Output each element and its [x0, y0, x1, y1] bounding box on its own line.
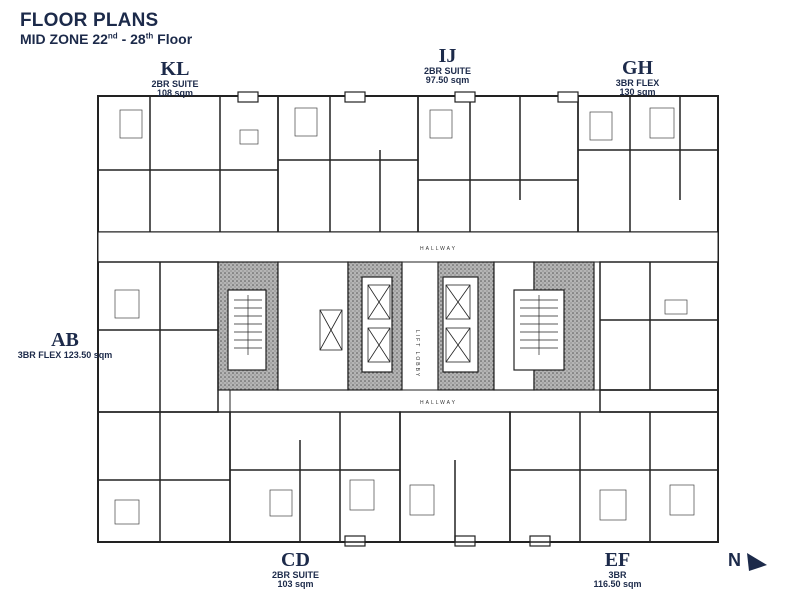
stairs	[234, 295, 558, 355]
north-arrow-icon	[747, 552, 768, 571]
unit-area: 130 sqm	[619, 87, 656, 98]
unit-type: 2BR SUITE	[423, 66, 471, 76]
unit-code: EF	[604, 549, 631, 571]
unit-code: KL	[160, 58, 190, 80]
unit-type: 3BR	[608, 570, 627, 580]
page-subtitle: MID ZONE 22nd - 28th Floor	[20, 31, 193, 47]
furniture	[114, 107, 695, 525]
building-outline	[97, 95, 719, 543]
unit-type: 2BR SUITE	[151, 79, 199, 89]
north-compass: N	[728, 550, 769, 573]
bottom-units	[97, 411, 719, 543]
unit-cd-outline	[229, 411, 401, 543]
unit-code: AB	[51, 329, 79, 351]
unit-type: 2BR SUITE	[271, 570, 319, 580]
hallway-top-label: HALLWAY	[420, 246, 457, 252]
unit-gh-east-outline	[599, 261, 719, 391]
lift-lobby-label: LIFT LOBBY	[414, 330, 420, 378]
unit-kl-outline	[97, 95, 279, 233]
unit-area: 108 sqm	[156, 88, 194, 99]
unit-gh-outline	[577, 95, 719, 233]
unit-type: 3BR FLEX 123.50 sqm	[17, 350, 113, 360]
balconies	[237, 91, 579, 547]
unit-area: 97.50 sqm	[425, 75, 470, 86]
unit-code: IJ	[438, 45, 457, 67]
north-label: N	[728, 550, 741, 570]
hallway-top	[97, 231, 719, 263]
unit-ef-outline	[509, 411, 719, 543]
hallway-bottom	[229, 389, 601, 413]
unit-i-outline	[277, 95, 419, 233]
top-units	[97, 95, 719, 233]
unit-cd-west-outline	[97, 411, 231, 543]
core	[217, 261, 595, 391]
unit-code: CD	[281, 549, 310, 571]
unit-code: GH	[621, 57, 654, 79]
unit-j-outline	[417, 95, 579, 233]
unit-type: 3BR FLEX	[615, 78, 660, 88]
hallway-bottom-label: HALLWAY	[420, 400, 457, 406]
page-title: FLOOR PLANS	[20, 10, 159, 31]
unit-area: 116.50 sqm	[593, 579, 642, 590]
lift-shafts	[319, 284, 471, 363]
unit-area: 103 sqm	[277, 579, 314, 590]
